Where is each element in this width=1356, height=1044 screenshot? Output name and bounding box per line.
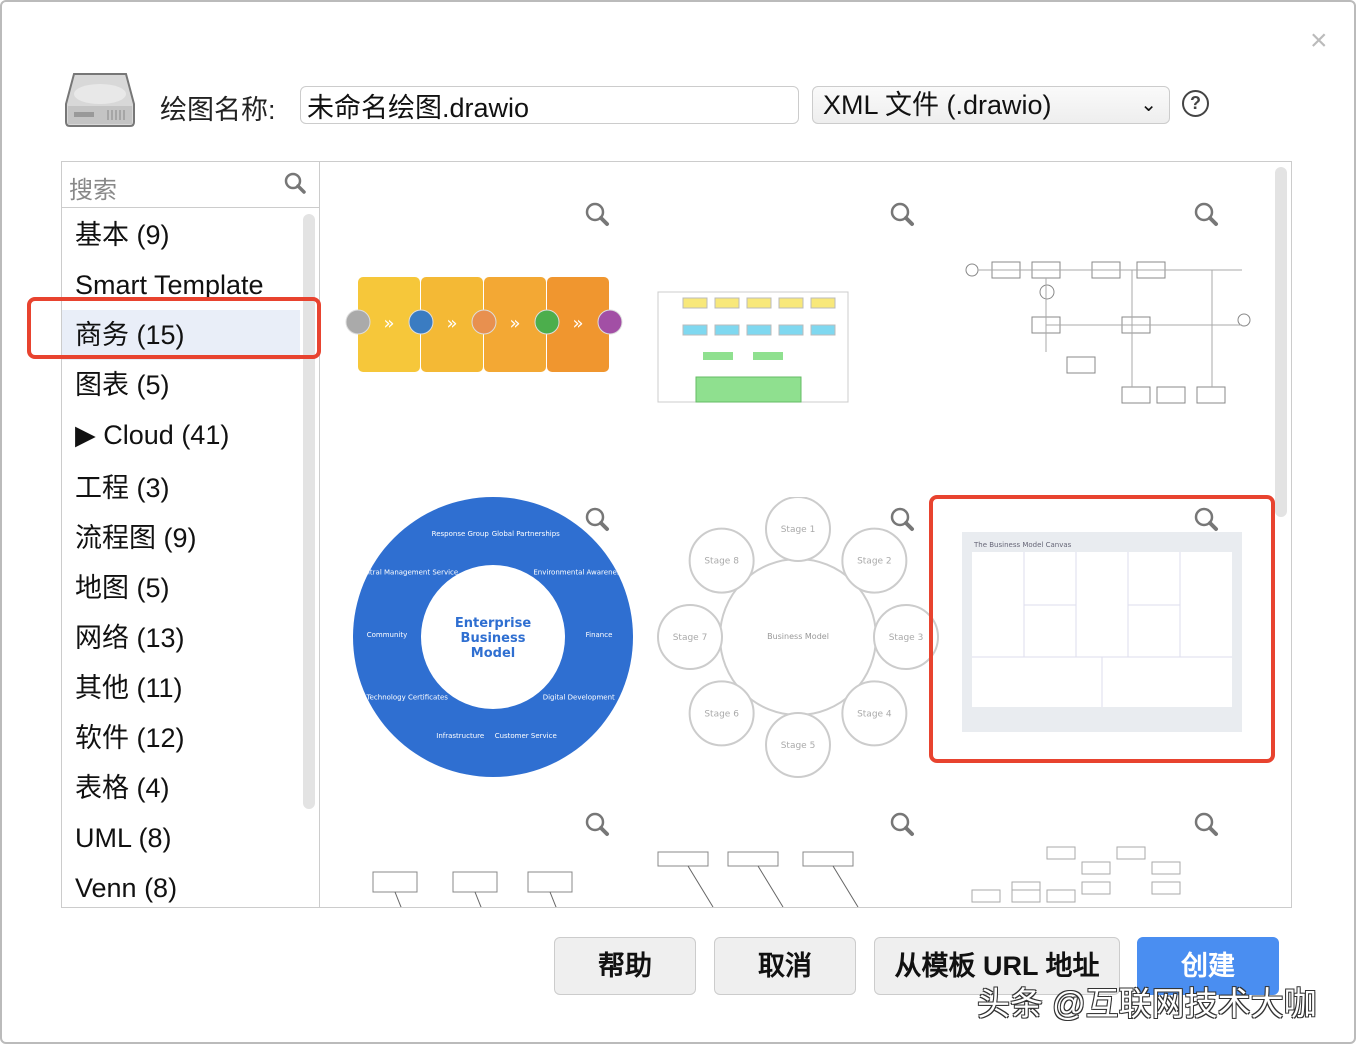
svg-text:»: »: [383, 313, 394, 334]
template-thumb-swimlane-flow[interactable]: [648, 192, 948, 482]
sidebar-item[interactable]: 流程图 (9): [75, 523, 197, 553]
preview-zoom-icon[interactable]: [1194, 812, 1218, 836]
stage-label: Stage 7: [673, 633, 708, 643]
cancel-button[interactable]: 取消: [714, 937, 856, 995]
preview-zoom-icon[interactable]: [890, 812, 914, 836]
ring-segment-label: Community: [367, 631, 408, 639]
ring-segment-label: Finance: [586, 631, 613, 639]
ring-segment-label: Customer Service: [495, 732, 557, 740]
sidebar-item[interactable]: 其他 (11): [75, 673, 183, 703]
template-thumb-business-stages[interactable]: Business Model Stage 1 Stage 2 Stage 3 Stage…: [648, 497, 948, 787]
template-thumb-business-model-canvas[interactable]: The Business Model Canvas: [952, 497, 1252, 787]
sidebar-item[interactable]: 工程 (3): [75, 473, 170, 503]
template-thumb-org-tree[interactable]: [952, 802, 1252, 907]
format-select[interactable]: XML 文件 (.drawio) ⌄: [812, 86, 1170, 124]
ring-segment-label: Technology Certificates: [366, 693, 449, 701]
stages-center-label: Business Model: [767, 632, 829, 641]
preview-zoom-icon[interactable]: [890, 507, 914, 531]
search-input[interactable]: 搜索: [62, 162, 319, 208]
highlight-business-category: [27, 297, 321, 359]
chevron-down-icon: ⌄: [1140, 94, 1157, 116]
sidebar-item[interactable]: 商务 (15): [62, 310, 300, 360]
close-icon[interactable]: ×: [1310, 24, 1328, 57]
sidebar-item[interactable]: Venn (8): [75, 873, 178, 903]
watermark: 头条 @互联网技术大咖: [977, 985, 1317, 1022]
preview-zoom-icon[interactable]: [585, 507, 609, 531]
template-thumb-bpmn[interactable]: [952, 192, 1252, 482]
template-panel: 搜索 基本 (9) Smart Template 商务 (15) 图表 (5) ▶ Cl…: [61, 161, 1292, 908]
diagram-name-input[interactable]: [300, 86, 799, 124]
template-thumb-event-chain[interactable]: [648, 802, 948, 907]
preview-zoom-icon[interactable]: [890, 202, 914, 226]
preview-zoom-icon[interactable]: [1194, 507, 1218, 531]
sidebar-item[interactable]: 网络 (13): [75, 623, 185, 653]
svg-text:»: »: [446, 313, 457, 334]
template-thumb-timeline[interactable]: [343, 802, 643, 907]
ring-title: Model: [471, 646, 515, 661]
search-placeholder: 搜索: [69, 177, 117, 204]
search-icon[interactable]: [284, 172, 306, 194]
ring-segment-label: Global Partnerships: [492, 530, 560, 538]
sidebar-item[interactable]: 图表 (5): [75, 370, 170, 400]
ring-title: Business: [461, 631, 526, 646]
help-icon[interactable]: ?: [1182, 90, 1209, 117]
grid-scrollbar[interactable]: [1275, 167, 1287, 517]
template-thumb-sales-funnel[interactable]: » » » »: [343, 192, 643, 482]
canvas-title: The Business Model Canvas: [973, 541, 1072, 549]
svg-text:»: »: [572, 313, 583, 334]
stage-label: Stage 4: [857, 709, 892, 719]
format-select-value: XML 文件 (.drawio): [823, 90, 1052, 120]
stage-label: Stage 6: [704, 709, 739, 719]
sidebar-item[interactable]: 软件 (12): [75, 723, 185, 753]
ring-segment-label: Central Management Service: [356, 569, 458, 577]
sidebar-scrollbar[interactable]: [303, 214, 315, 809]
preview-zoom-icon[interactable]: [1194, 202, 1218, 226]
ring-segment-label: Response Group: [432, 530, 490, 538]
highlight-business-canvas: [929, 495, 1275, 763]
category-sidebar: 搜索 基本 (9) Smart Template 商务 (15) 图表 (5) ▶ Cl…: [62, 162, 320, 907]
preview-zoom-icon[interactable]: [585, 812, 609, 836]
sidebar-item[interactable]: 基本 (9): [75, 220, 170, 250]
sidebar-item[interactable]: ▶ Cloud (41): [75, 420, 230, 450]
stage-label: Stage 2: [857, 557, 892, 567]
ring-segment-label: Environmental Awareness: [533, 569, 624, 577]
from-template-url-button[interactable]: 从模板 URL 地址: [874, 937, 1120, 995]
sidebar-item[interactable]: 地图 (5): [75, 573, 170, 603]
create-button[interactable]: 创建: [1137, 937, 1279, 995]
svg-text:»: »: [509, 313, 520, 334]
drive-icon: [65, 73, 135, 127]
ring-title: Enterprise: [455, 616, 531, 631]
stage-label: Stage 5: [781, 741, 816, 751]
stage-label: Stage 3: [889, 633, 924, 643]
stage-label: Stage 1: [781, 525, 816, 535]
ring-segment-label: Digital Development: [543, 693, 615, 701]
ring-segment-label: Infrastructure: [436, 732, 484, 740]
preview-zoom-icon[interactable]: [585, 202, 609, 226]
sidebar-item[interactable]: 表格 (4): [75, 773, 170, 803]
sidebar-item[interactable]: UML (8): [75, 823, 172, 853]
diagram-name-label: 绘图名称:: [160, 95, 276, 125]
stage-label: Stage 8: [704, 557, 739, 567]
sidebar-item[interactable]: Smart Template: [75, 270, 264, 300]
help-button[interactable]: 帮助: [554, 937, 696, 995]
